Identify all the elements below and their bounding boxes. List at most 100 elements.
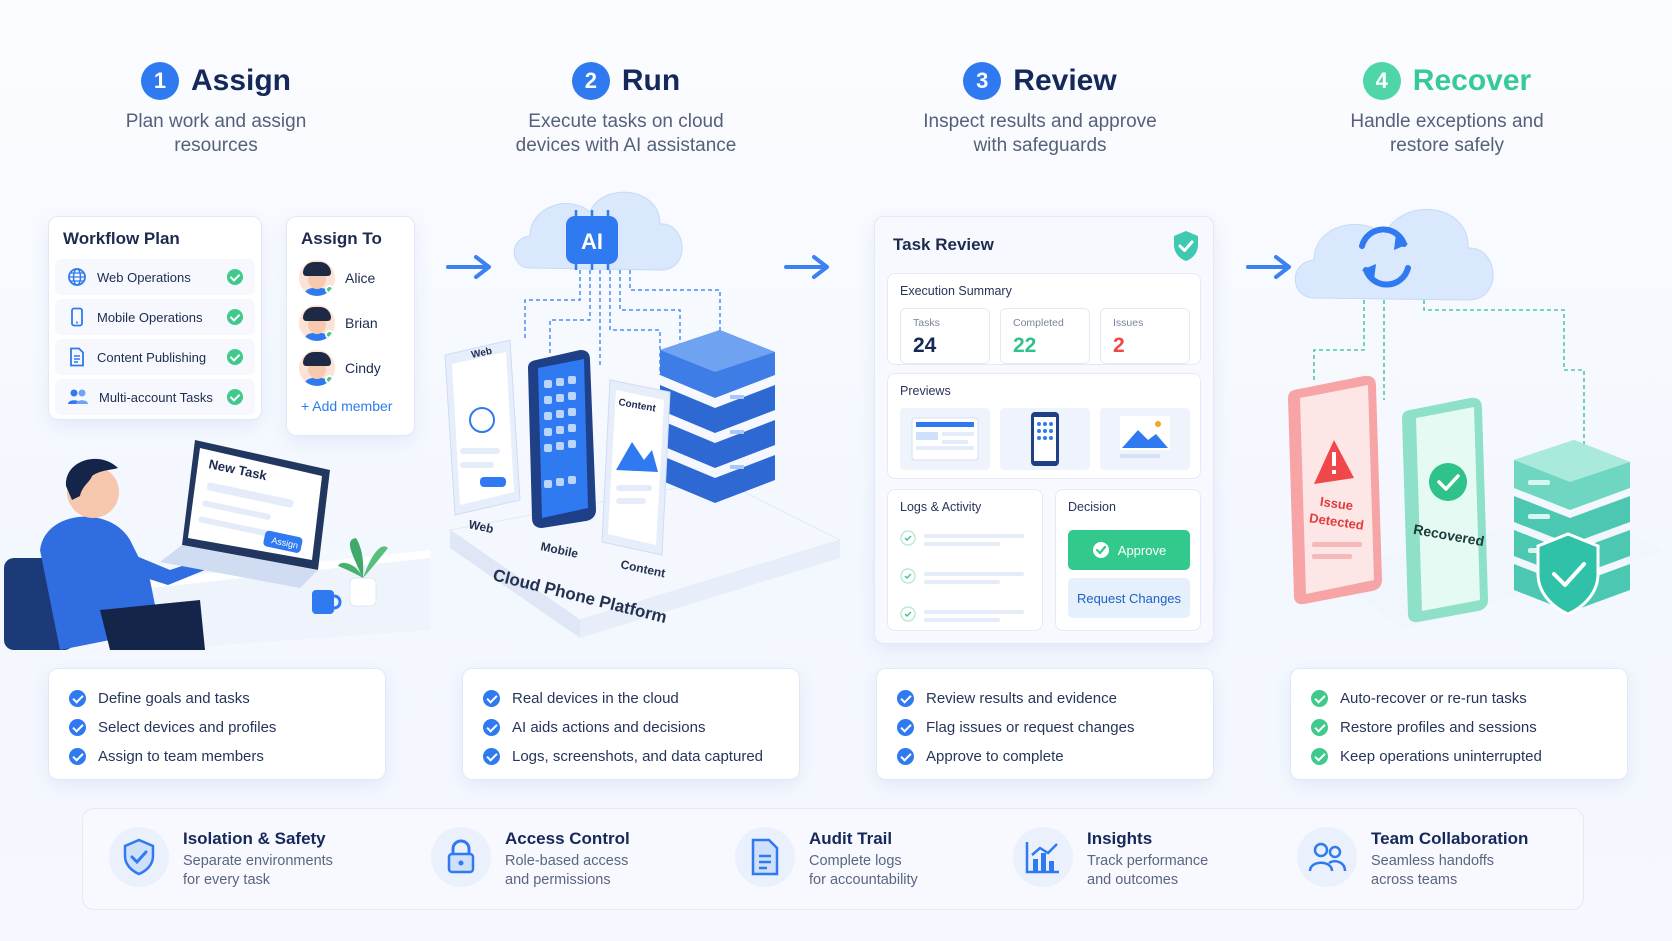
- check-icon: [69, 690, 86, 707]
- logs-activity-section: Logs & Activity: [887, 489, 1043, 631]
- bullet-item: Select devices and profiles: [69, 713, 365, 742]
- bullet-text: Assign to team members: [98, 748, 264, 765]
- approve-label: Approve: [1117, 542, 1167, 558]
- check-icon: [897, 690, 914, 707]
- bullet-text: Approve to complete: [926, 748, 1064, 765]
- bullet-item: Flag issues or request changes: [897, 713, 1193, 742]
- assign-to-title: Assign To: [301, 229, 382, 248]
- step-number: 4: [1362, 62, 1401, 100]
- workflow-item[interactable]: Mobile Operations: [55, 299, 255, 335]
- feature-desc: Track performance and outcomes: [1087, 853, 1209, 888]
- approve-button[interactable]: Approve: [1068, 530, 1190, 570]
- mobile-preview-image: [1031, 412, 1059, 466]
- step-number: 1: [140, 62, 179, 100]
- bullet-item: Approve to complete: [897, 742, 1193, 771]
- member-name: Brian: [345, 314, 378, 331]
- feature-desc: Complete logs for accountability: [809, 853, 918, 888]
- stat-value: 2: [1113, 334, 1125, 357]
- preview-thumbnail[interactable]: [1000, 408, 1090, 470]
- bullet-item: Auto-recover or re-run tasks: [1311, 684, 1607, 713]
- assign-to-card: Assign To Alice Brian Cindy + Add member: [286, 216, 415, 436]
- step-recover-header: 4 Recover Handle exceptions and restore …: [1287, 62, 1607, 158]
- feature-title: Insights: [1087, 829, 1153, 848]
- document-icon-wrap: [735, 827, 795, 887]
- step-title: Assign: [190, 64, 292, 97]
- preview-thumbnail[interactable]: [1100, 408, 1190, 470]
- check-icon: [483, 719, 500, 736]
- right-arrow-icon: [1246, 255, 1291, 279]
- workflow-plan-title: Workflow Plan: [63, 229, 180, 248]
- web-screen-label: Web: [470, 346, 493, 361]
- check-icon: [69, 719, 86, 736]
- check-icon: [897, 748, 914, 765]
- lock-icon-wrap: [431, 827, 491, 887]
- check-icon: [227, 349, 243, 365]
- stat-completed: Completed 22: [1000, 308, 1090, 364]
- bullet-item: Keep operations uninterrupted: [1311, 742, 1607, 771]
- preview-thumbnail[interactable]: [900, 408, 990, 470]
- step-number: 3: [963, 62, 1002, 100]
- bullet-text: Define goals and tasks: [98, 690, 250, 707]
- step-subtitle: Inspect results and approve with safegua…: [923, 111, 1157, 156]
- issue-label-line1: Issue: [1319, 494, 1354, 513]
- step-number: 2: [571, 62, 610, 100]
- bullet-text: Auto-recover or re-run tasks: [1340, 690, 1527, 707]
- check-icon: [227, 389, 243, 405]
- step-run-header: 2 Run Execute tasks on cloud devices wit…: [466, 62, 786, 158]
- feature-title: Isolation & Safety: [183, 829, 326, 848]
- step-subtitle: Plan work and assign resources: [125, 111, 307, 156]
- check-icon: [483, 690, 500, 707]
- feature-title: Audit Trail: [809, 829, 893, 848]
- workflow-item-label: Mobile Operations: [97, 309, 203, 325]
- member-item[interactable]: Alice: [287, 255, 414, 300]
- previews-section: Previews: [887, 373, 1201, 479]
- execution-summary: Execution Summary Tasks 24 Completed 22 …: [887, 273, 1201, 365]
- bullet-text: Review results and evidence: [926, 690, 1117, 707]
- feature-desc: Separate environments for every task: [183, 853, 333, 888]
- device-label-web: Web: [467, 517, 494, 536]
- workflow-item[interactable]: Content Publishing: [55, 339, 255, 375]
- assign-bullets-card: Define goals and tasks Select devices an…: [48, 668, 386, 780]
- bullet-item: Define goals and tasks: [69, 684, 365, 713]
- add-member-link[interactable]: + Add member: [301, 398, 393, 414]
- feature-isolation: Isolation & Safety Separate environments…: [109, 827, 333, 890]
- check-icon: [227, 269, 243, 285]
- shield-icon-wrap: [109, 827, 169, 887]
- ai-chip-label: AI: [581, 229, 603, 254]
- stat-value: 24: [913, 334, 937, 357]
- web-preview-image: [911, 417, 979, 461]
- check-icon: [1311, 719, 1328, 736]
- member-item[interactable]: Brian: [287, 300, 414, 345]
- bullet-text: Flag issues or request changes: [926, 719, 1135, 736]
- step-review-header: 3 Review Inspect results and approve wit…: [880, 62, 1200, 158]
- check-icon: [1311, 690, 1328, 707]
- workflow-item[interactable]: Multi-account Tasks: [55, 379, 255, 415]
- member-item[interactable]: Cindy: [287, 345, 414, 390]
- shield-check-icon: [1174, 231, 1198, 261]
- workflow-item[interactable]: Web Operations: [55, 259, 255, 295]
- feature-title: Team Collaboration: [1371, 829, 1529, 848]
- globe-icon: [68, 268, 86, 286]
- chart-icon: [1025, 842, 1059, 874]
- mobile-icon: [71, 307, 83, 327]
- step-subtitle: Execute tasks on cloud devices with AI a…: [515, 111, 737, 156]
- workflow-item-label: Content Publishing: [97, 349, 207, 365]
- bullet-text: Select devices and profiles: [98, 719, 277, 736]
- stat-label: Completed: [1013, 317, 1064, 329]
- cloud-platform-illustration: Cloud Phone Platform AI Web: [444, 191, 842, 638]
- step-title: Run: [621, 64, 681, 97]
- stat-label: Tasks: [913, 317, 940, 329]
- check-icon: [1311, 748, 1328, 765]
- recover-illustration: Issue Detected Recovered: [1288, 208, 1664, 630]
- task-review-panel: Task Review Execution Summary Tasks 24 C…: [874, 216, 1214, 644]
- decision-section: Decision Approve Request Changes: [1055, 489, 1201, 631]
- feature-access-control: Access Control Role-based access and per…: [431, 827, 630, 890]
- image-preview-icon: [1120, 416, 1170, 458]
- stat-label: Issues: [1113, 317, 1144, 329]
- previews-title: Previews: [900, 384, 951, 398]
- person-laptop-illustration: New Task Assign: [4, 440, 430, 650]
- request-changes-button[interactable]: Request Changes: [1068, 578, 1190, 618]
- step-title: Review: [1013, 64, 1117, 97]
- feature-team-collaboration: Team Collaboration Seamless handoffs acr…: [1297, 827, 1528, 890]
- bullet-item: Assign to team members: [69, 742, 365, 771]
